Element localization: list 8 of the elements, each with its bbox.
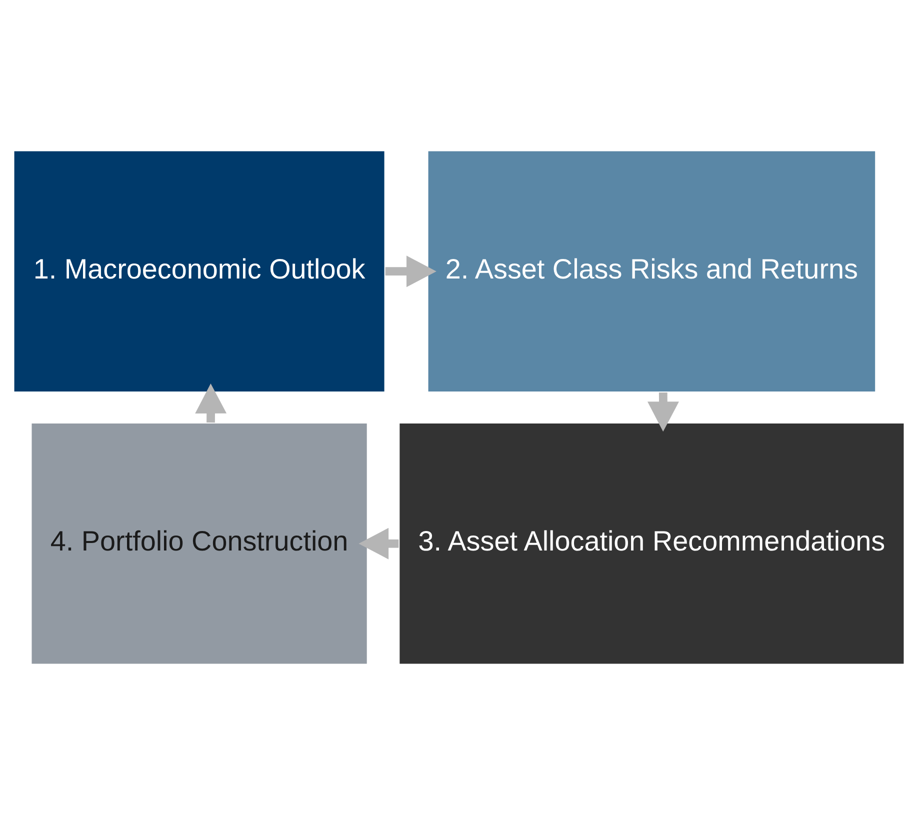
node-box: 4. Portfolio Construction: [30, 422, 368, 666]
node-box: 3. Asset Allocation Recommendations: [398, 422, 906, 666]
node-box: 1. Macroeconomic Outlook: [12, 150, 386, 393]
node-box: 2. Asset Class Risks and Returns: [426, 150, 876, 393]
arrow: [385, 256, 436, 288]
arrow: [358, 528, 399, 560]
arrow: [195, 384, 227, 423]
arrow: [648, 392, 679, 432]
